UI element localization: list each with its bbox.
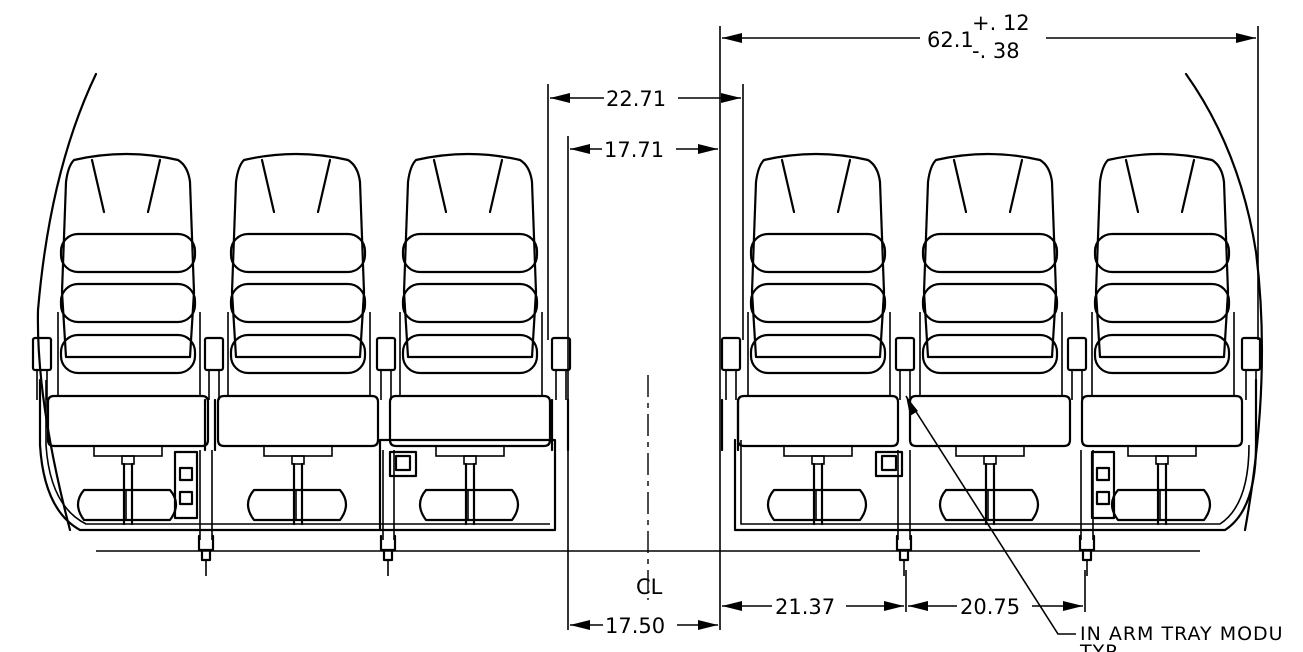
seat-right-middle bbox=[908, 152, 1072, 526]
armrest bbox=[720, 336, 742, 402]
armrest bbox=[375, 336, 397, 402]
seat-left-middle bbox=[216, 152, 380, 526]
dimension-aisle-inner bbox=[570, 144, 718, 154]
dimension-overall-tol-plus: +. 12 bbox=[972, 11, 1030, 35]
dimension-aisle-outer bbox=[550, 93, 741, 103]
centerline-label: CL bbox=[636, 575, 663, 599]
track-fitting bbox=[197, 534, 215, 578]
dimension-seat-pitch-center bbox=[722, 601, 904, 611]
extension-lines bbox=[547, 26, 1259, 630]
electronics-box bbox=[1090, 450, 1116, 520]
armrest bbox=[1066, 336, 1088, 402]
seat-leg-struts bbox=[199, 450, 1094, 540]
dimension-overall-value: 62.1 bbox=[927, 28, 974, 52]
note-in-arm-tray: IN ARM TRAY MODU bbox=[1080, 623, 1284, 645]
seat-tray-outline-left bbox=[38, 378, 557, 532]
dimension-overall-tol-minus: -. 38 bbox=[972, 39, 1020, 63]
dimension-seat-pitch-center-value: 21.37 bbox=[775, 595, 835, 619]
note-typical: TYP bbox=[1079, 641, 1118, 652]
note-leader-line bbox=[905, 395, 1076, 635]
dimension-overall-width bbox=[722, 33, 1256, 43]
fuselage-wall-right bbox=[1184, 72, 1264, 532]
fuselage-wall-left bbox=[36, 72, 98, 532]
armrest bbox=[203, 336, 225, 402]
armrest-side-panel bbox=[203, 398, 740, 452]
armrest bbox=[1240, 336, 1262, 402]
track-fitting bbox=[895, 534, 913, 578]
electronics-box bbox=[388, 450, 418, 478]
dimension-aisle-floor bbox=[570, 620, 718, 630]
seat-tray-outline-right bbox=[733, 378, 1258, 532]
track-fitting bbox=[1078, 534, 1096, 578]
track-fitting bbox=[379, 534, 397, 578]
electronics-box bbox=[173, 450, 199, 520]
seat-right-aisle bbox=[736, 152, 900, 526]
armrest bbox=[894, 336, 916, 402]
dimension-seat-pitch-window bbox=[908, 601, 1083, 611]
dimension-seat-pitch-window-value: 20.75 bbox=[960, 595, 1020, 619]
dimension-aisle-inner-value: 17.71 bbox=[604, 138, 664, 162]
dimension-aisle-floor-value: 17.50 bbox=[605, 614, 665, 638]
seat-left-aisle bbox=[388, 152, 552, 526]
dimension-aisle-outer-value: 22.71 bbox=[606, 87, 666, 111]
electronics-box bbox=[874, 450, 904, 478]
